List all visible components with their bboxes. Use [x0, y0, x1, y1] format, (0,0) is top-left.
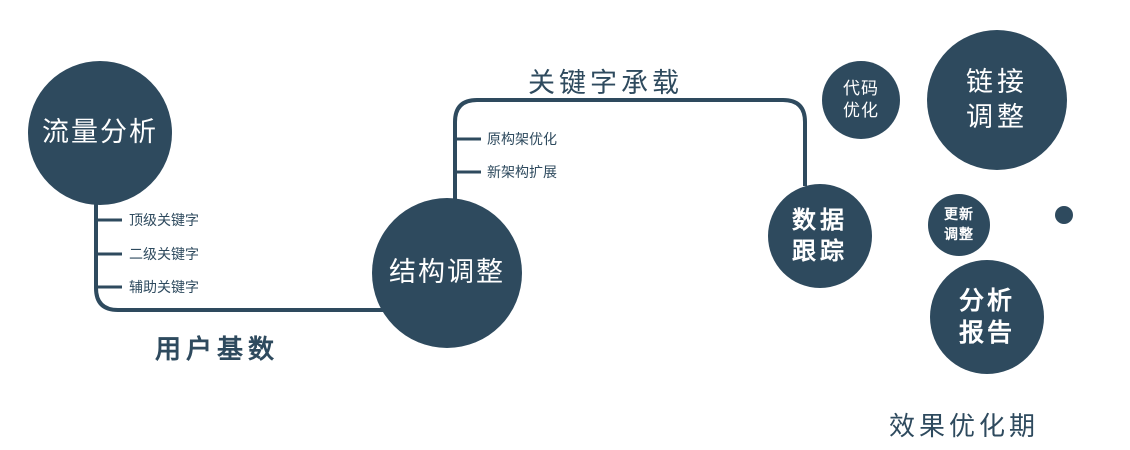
node-analysis-report: 分析 报告 [930, 260, 1044, 374]
dot-marker [1055, 206, 1073, 224]
branch-tick-marks [96, 137, 481, 289]
node-traffic-analysis-label: 流量分析 [42, 117, 158, 148]
edge-label-user-base: 用户基数 [155, 334, 280, 364]
node-data-tracking: 数据 跟踪 [768, 184, 872, 288]
branch-label-auxiliary-keyword: 辅助关键字 [129, 279, 199, 295]
node-code-optimization-line1: 代码 [843, 78, 879, 98]
edge-keyword-carry-path [453, 98, 807, 205]
node-structure-adjustment: 结构调整 [372, 198, 522, 348]
node-traffic-analysis: 流量分析 [28, 61, 172, 205]
node-link-adjustment-line1: 链接 [966, 66, 1028, 97]
node-code-optimization-line2: 优化 [843, 101, 879, 120]
node-analysis-report-line2: 报告 [958, 319, 1015, 347]
branch-label-new-architecture: 新架构扩展 [487, 164, 557, 180]
node-update-adjustment: 更新 调整 [928, 194, 990, 256]
branch-label-original-architecture: 原构架优化 [487, 131, 557, 147]
node-data-tracking-line2: 跟踪 [792, 238, 848, 265]
edge-label-keyword-carrying: 关键字承载 [528, 68, 683, 98]
node-analysis-report-line1: 分析 [958, 286, 1015, 315]
branch-label-secondary-keyword: 二级关键字 [129, 246, 199, 262]
branch-label-top-keyword: 顶级关键字 [129, 212, 199, 228]
node-link-adjustment-line2: 调整 [966, 102, 1028, 132]
node-update-adjustment-line2: 调整 [944, 226, 974, 242]
caption-effect-optimization-period: 效果优化期 [889, 411, 1040, 441]
node-update-adjustment-line1: 更新 [944, 206, 974, 223]
node-link-adjustment: 链接 调整 [927, 30, 1067, 170]
node-structure-adjustment-label: 结构调整 [389, 257, 505, 288]
node-data-tracking-line1: 数据 [792, 206, 848, 234]
node-code-optimization: 代码 优化 [822, 61, 900, 139]
